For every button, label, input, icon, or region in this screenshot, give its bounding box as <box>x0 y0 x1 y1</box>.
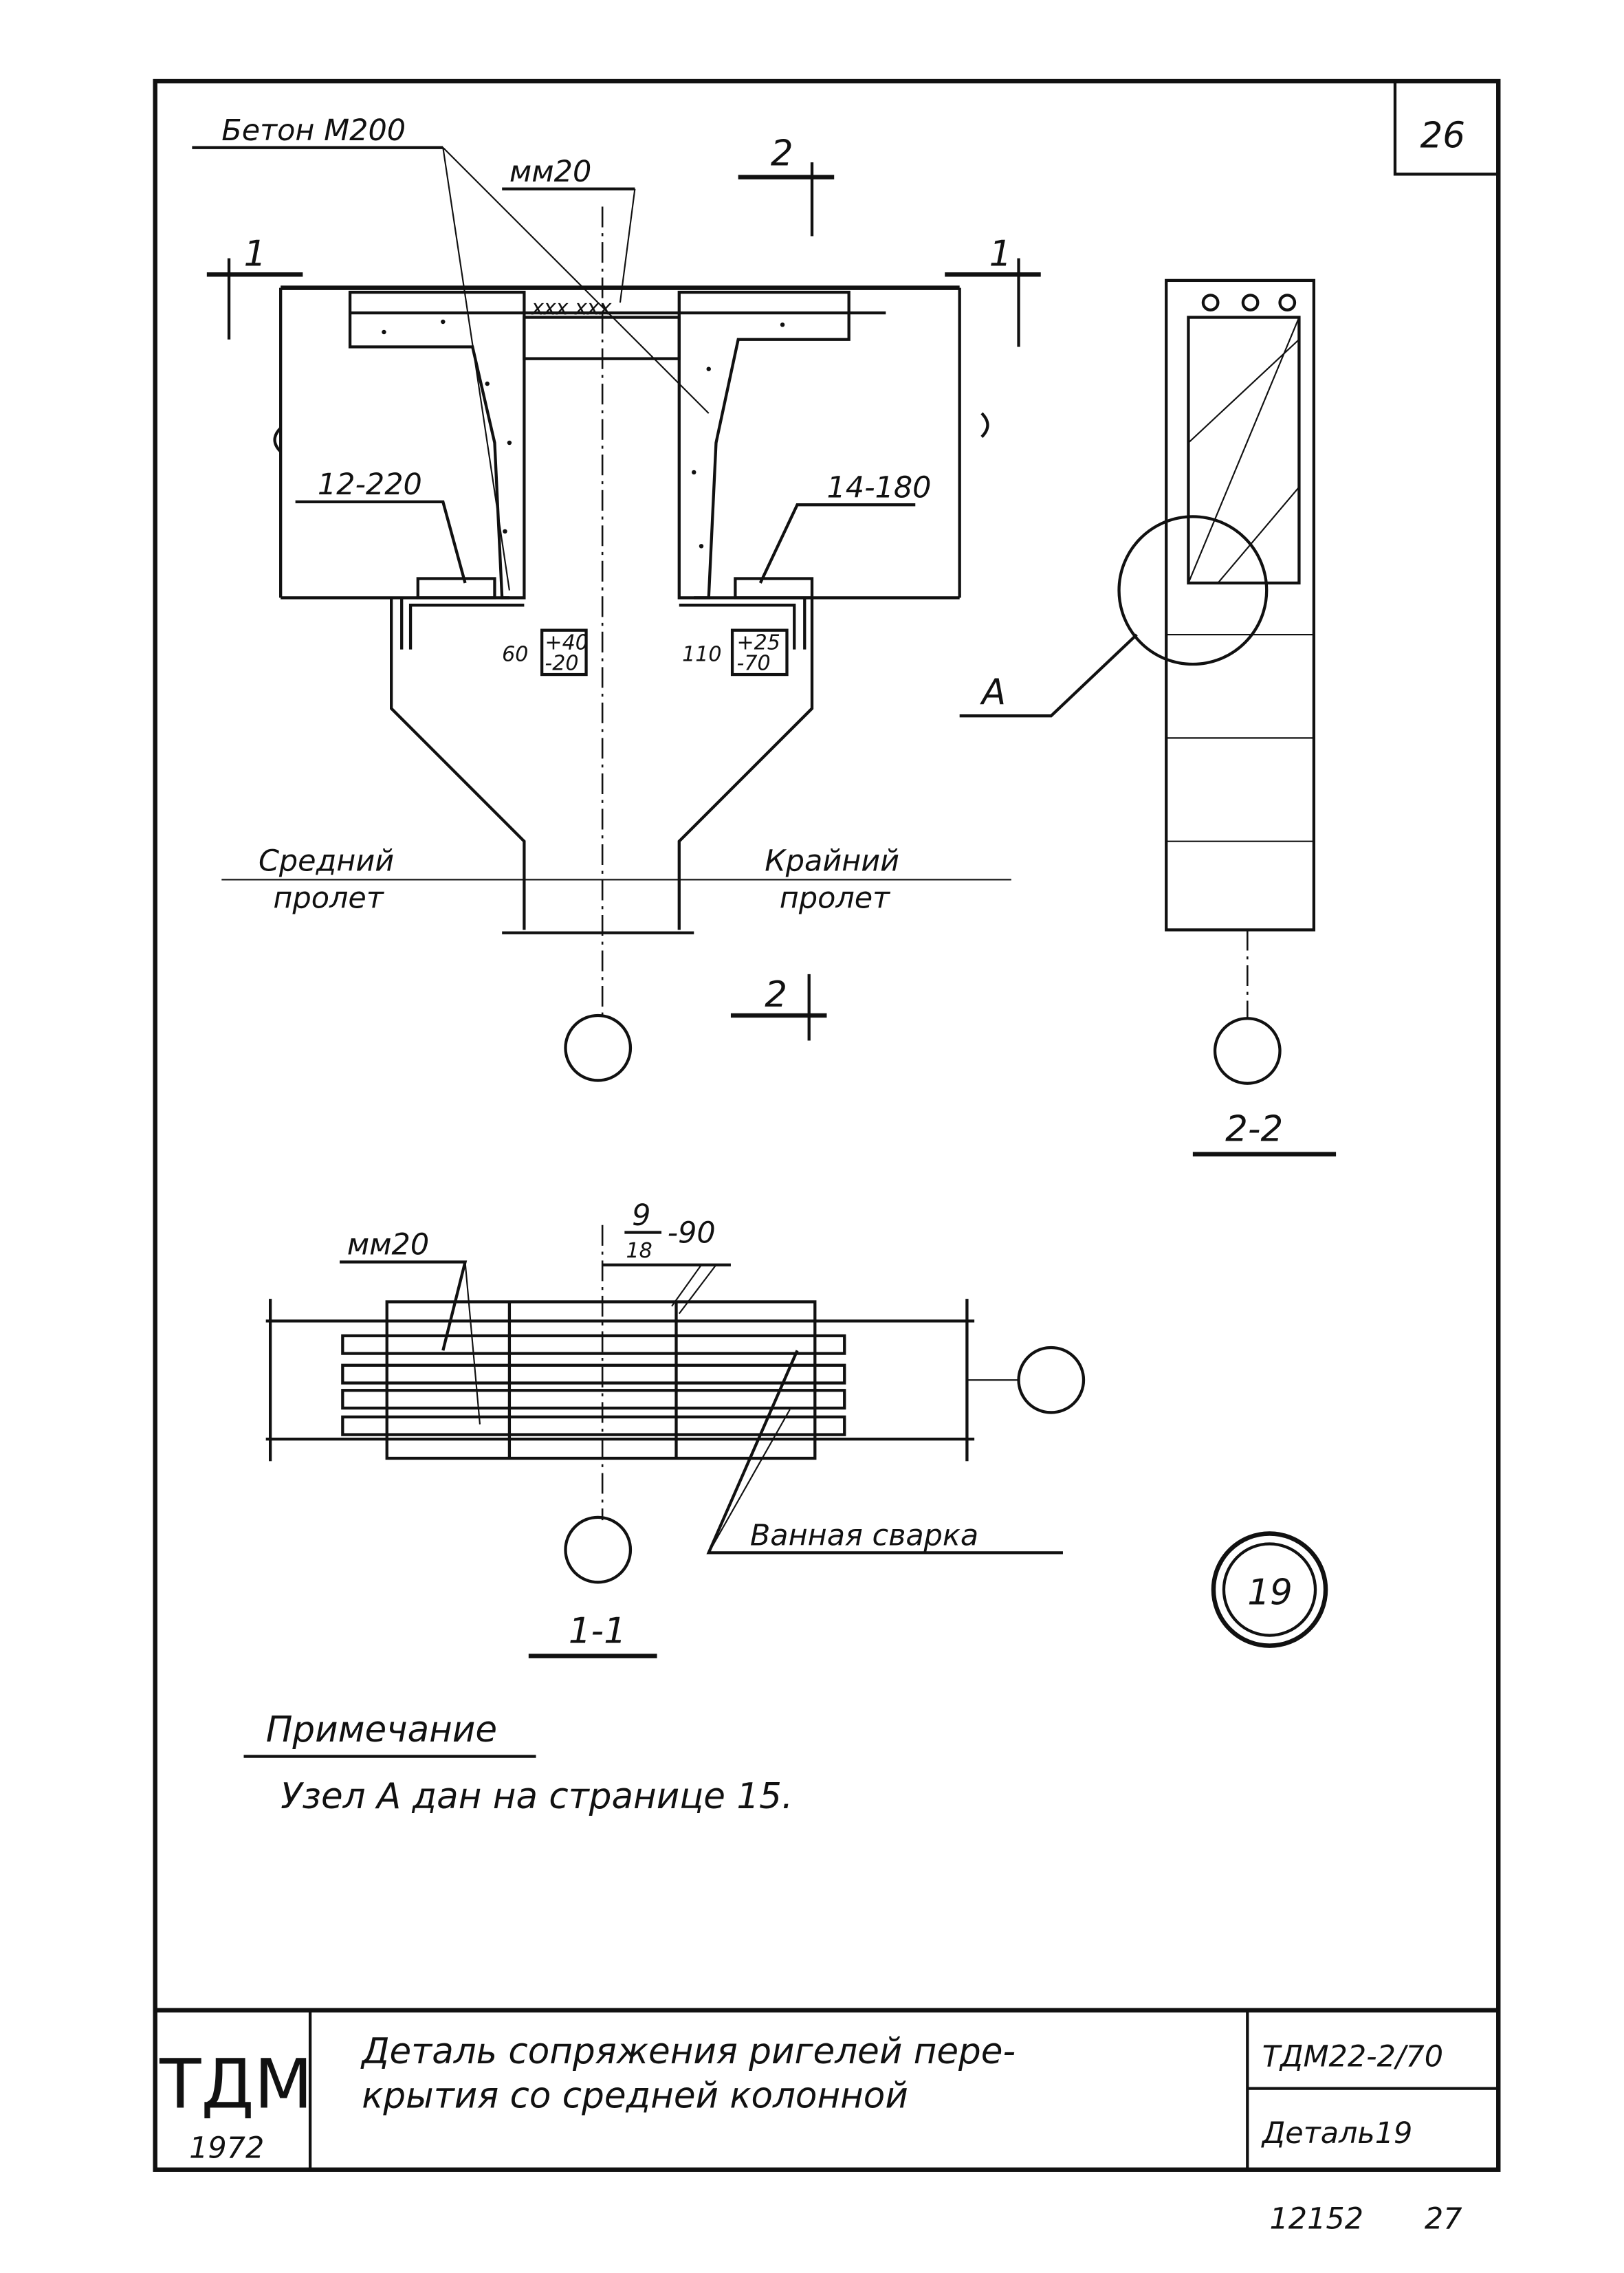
elevation-section-2-mark: 2 <box>765 974 787 1015</box>
elevation-left-span-line1: Средний <box>259 844 394 879</box>
sheet-footer-numbers-0: 12152 <box>1269 2202 1363 2237</box>
detail-badge: 19 <box>1247 1572 1293 1614</box>
sheet-frame <box>153 78 1501 2172</box>
section-1-1-view: мм20 9 9 18 -90 Ванная сварка 1-1 <box>265 1198 1086 1658</box>
section-1-1-bar-length: -90 <box>668 1216 716 1251</box>
title-block-series: ТДМ22-2/70 <box>1262 2039 1443 2074</box>
node-label: А <box>980 672 1006 713</box>
elevation-left-tolerance-bottom: -20 <box>545 652 578 676</box>
section-1-1-title: 1-1 <box>569 1610 626 1651</box>
elevation-right-tolerance-bottom: -70 <box>737 652 771 676</box>
elevation-right-span-line1: Крайний <box>765 844 899 879</box>
drawing-title-line1: Деталь сопряжения ригелей пере- <box>360 2031 1016 2072</box>
elevation-view: xxx xxx 1 1 2 <box>192 113 1041 1082</box>
section-1-1-bar-fraction-bottom: 18 <box>626 1239 652 1263</box>
weld-label: мм20 <box>509 155 591 189</box>
sheet-footer-numbers-1: 27 <box>1425 2202 1462 2237</box>
title-block-detail: Деталь19 <box>1261 2116 1413 2151</box>
section-2-marks: 2 2 <box>730 133 835 1041</box>
right-bar-label: 14-180 <box>826 470 931 505</box>
drawing-title-line2: крытия со средней колонной <box>362 2076 908 2117</box>
elevation-section-1-mark: 1 <box>244 233 267 274</box>
detail-badge: 19 <box>1211 1531 1328 1648</box>
section-2-2-title: 2-2 <box>1225 1108 1283 1150</box>
section-1-1-bath-weld-label: Ванная сварка <box>750 1519 978 1553</box>
left-bar-label: 12-220 <box>318 468 422 502</box>
org-logo: ТДМ <box>159 2045 313 2124</box>
elevation-right-tolerance-top: +25 <box>737 631 780 655</box>
title-block: ТДМ 1972 Деталь сопряжения ригелей пере-… <box>155 2008 1499 2170</box>
page-number-box: 26 <box>1393 81 1499 176</box>
page-number: 26 <box>1420 116 1465 157</box>
elevation-right-dim: 110 <box>682 643 721 667</box>
concrete-label: Бетон М200 <box>221 113 406 148</box>
section-1-marks: 1 1 <box>206 233 1041 347</box>
notes-heading: Примечание <box>266 1709 497 1750</box>
section-1-1-bar-fraction-top: 9 <box>632 1198 650 1233</box>
elevation-left-tolerance-top: +40 <box>545 631 588 655</box>
elevation-left-span-line2: пролет <box>273 881 384 915</box>
elevation-left-dim: 60 <box>502 643 528 667</box>
svg-text:xxx xxx: xxx xxx <box>531 296 612 320</box>
elevation-right-span-line2: пролет <box>780 881 891 915</box>
title-block-year: 1972 <box>189 2131 264 2166</box>
elevation-section-1-mark: 1 <box>989 233 1012 274</box>
section-1-1-weld-label: мм20 <box>347 1228 429 1262</box>
elevation-section-2-mark: 2 <box>771 133 793 174</box>
notes-text: Узел А дан на странице 15. <box>281 1776 793 1817</box>
section-2-2-view: А 2-2 <box>959 278 1337 1156</box>
axis-bubble <box>564 1013 633 1082</box>
